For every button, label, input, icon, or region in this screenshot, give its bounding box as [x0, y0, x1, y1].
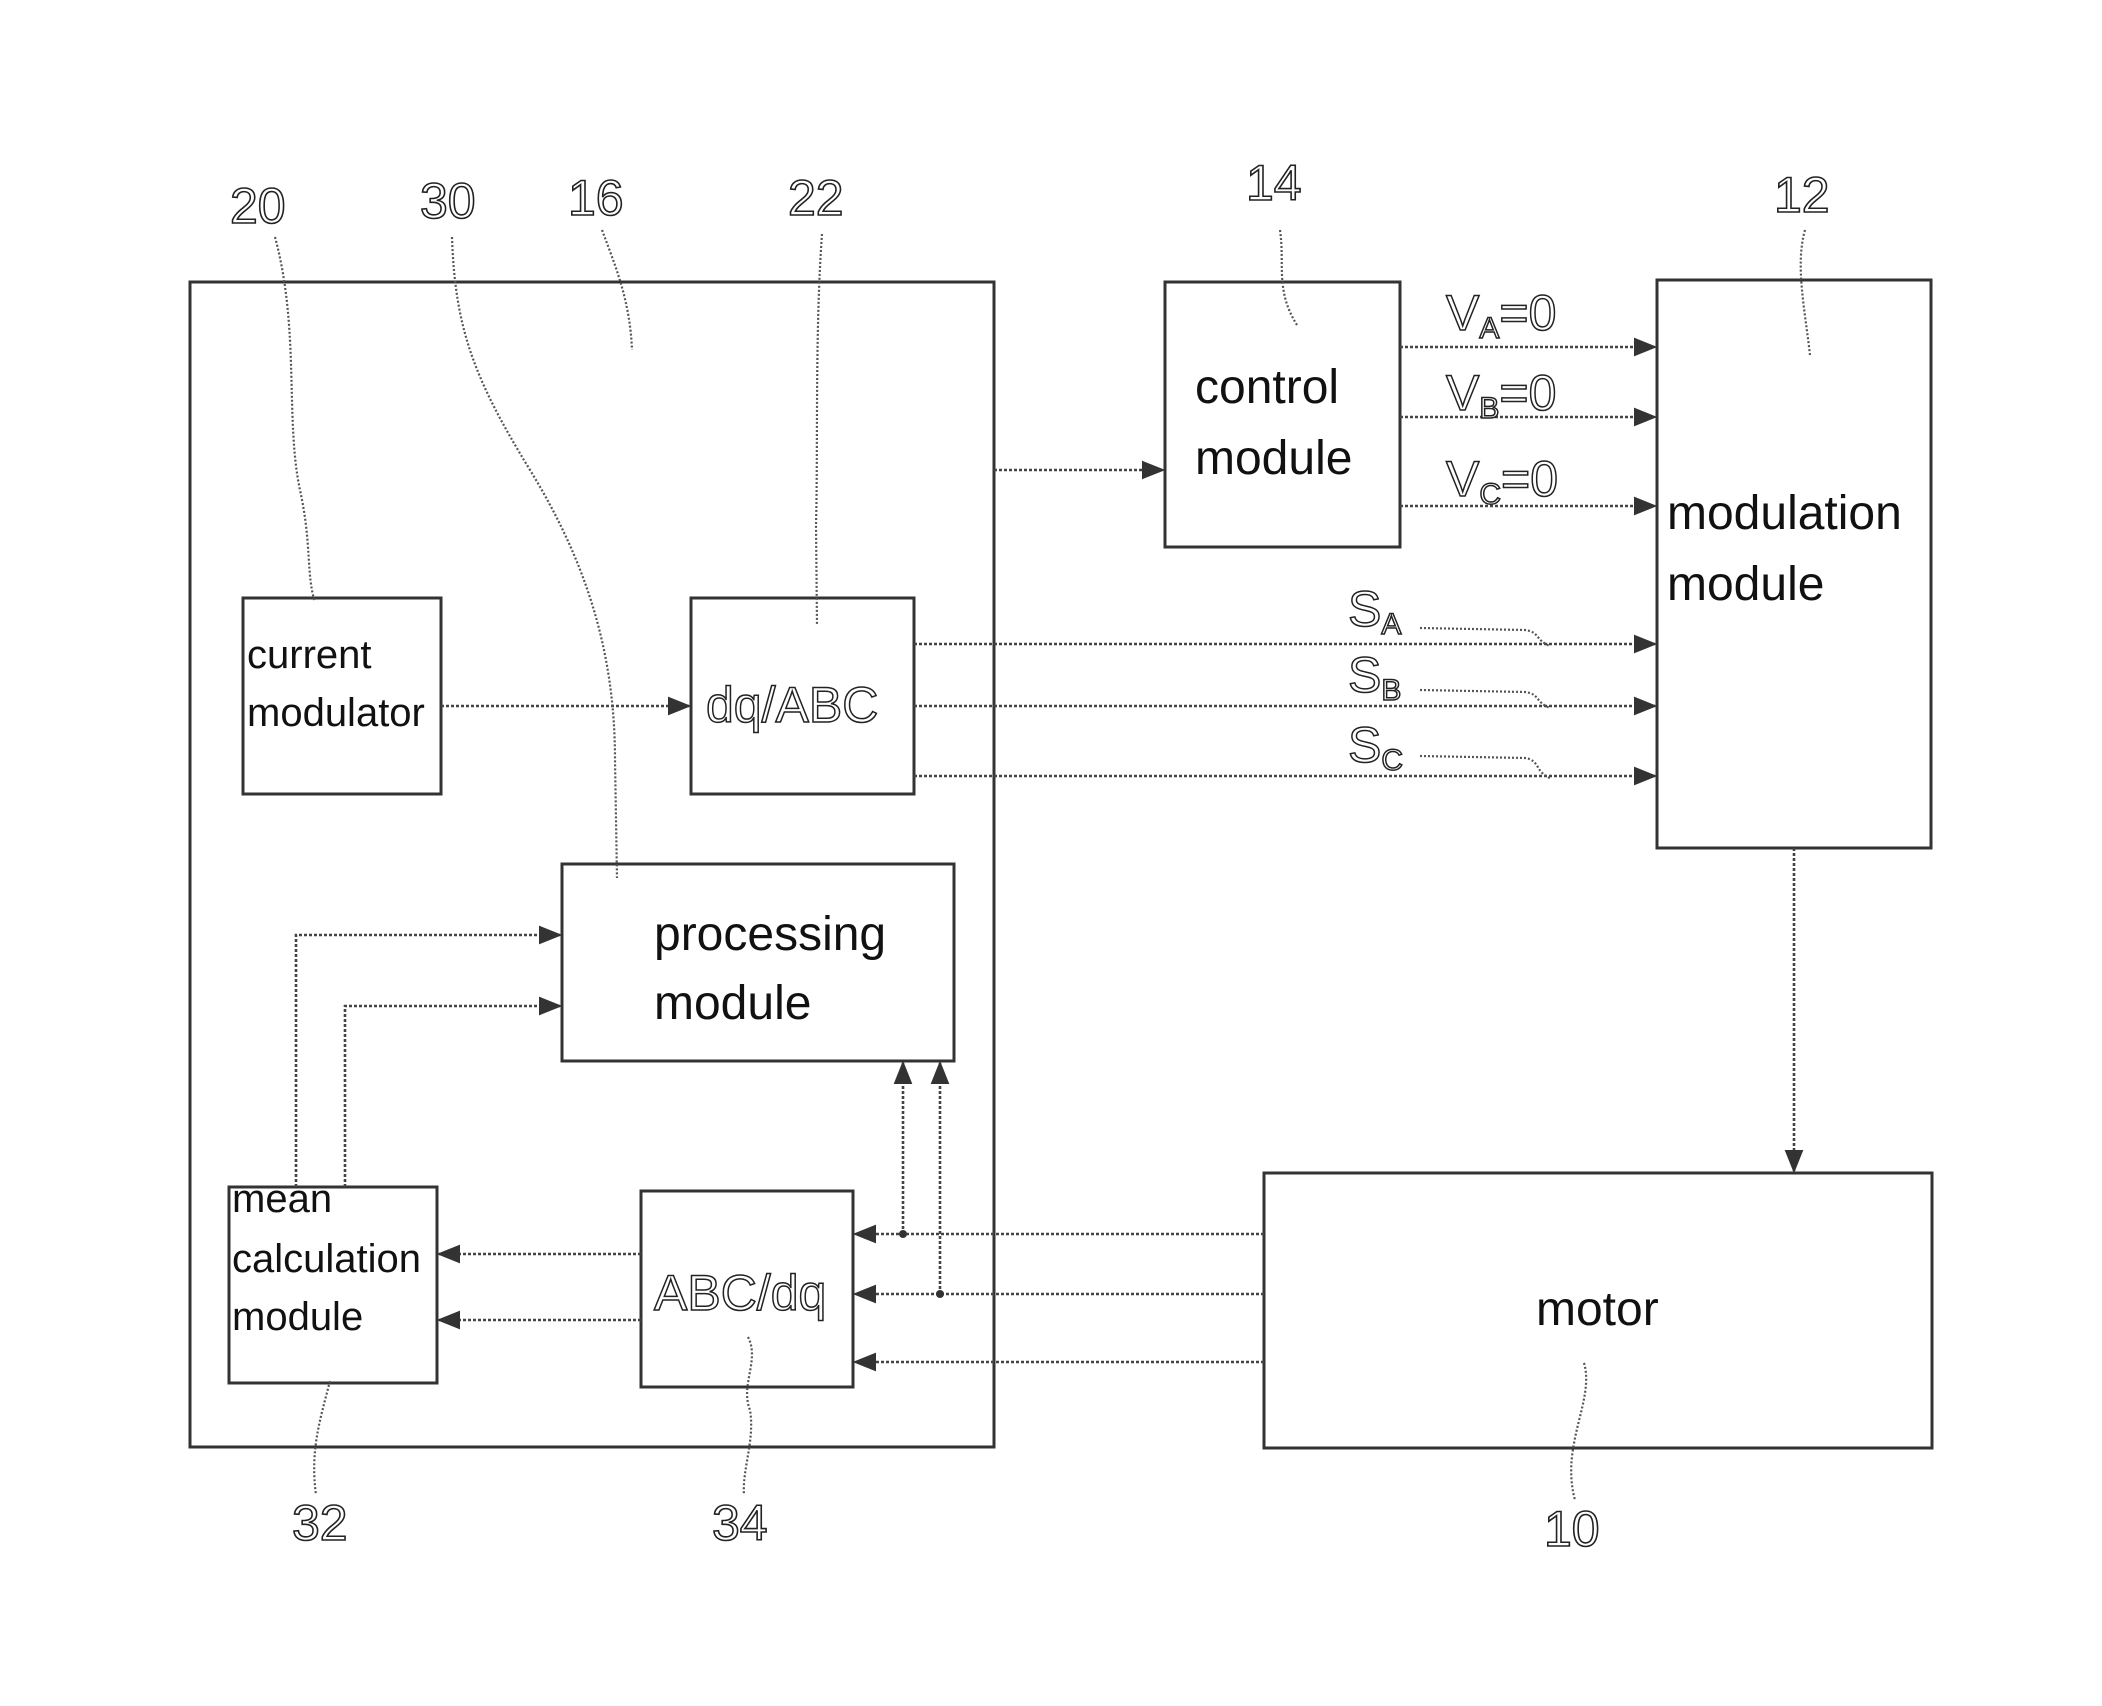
ref-22: 22	[788, 170, 844, 226]
ref-10: 10	[1544, 1501, 1600, 1557]
ref-20: 20	[230, 178, 286, 234]
vb-label: VB=0	[1446, 365, 1556, 425]
leader-34	[744, 1337, 752, 1495]
ref-14: 14	[1246, 155, 1302, 211]
leader-10	[1571, 1363, 1586, 1500]
leader-20	[275, 237, 315, 602]
control-module-box	[1165, 282, 1400, 547]
processing-module-label-line1: processing	[654, 908, 886, 961]
ref-32: 32	[292, 1495, 348, 1551]
ref-16: 16	[568, 170, 624, 226]
control-module-label-line1: control	[1195, 361, 1339, 414]
vc-label: VC=0	[1446, 451, 1558, 511]
ref-30: 30	[420, 173, 476, 229]
mean-calculation-label-line1: mean	[232, 1177, 332, 1221]
sc-label: SC	[1348, 717, 1403, 777]
modulation-module-label-line1: modulation	[1667, 487, 1902, 540]
control-module-label-line2: module	[1195, 432, 1352, 485]
motor-label: motor	[1536, 1283, 1659, 1336]
processing-module-box	[562, 864, 954, 1061]
processing-module-label-line2: module	[654, 977, 811, 1030]
dq-abc-label: dq/ABC	[706, 677, 878, 733]
junction-1	[899, 1230, 907, 1238]
wire-mean-to-processing-2	[345, 1006, 560, 1187]
junction-2	[936, 1290, 944, 1298]
sa-label: SA	[1348, 581, 1401, 641]
leader-12	[1801, 230, 1810, 355]
leader-30	[452, 237, 617, 878]
leader-32	[314, 1381, 330, 1495]
leader-14	[1280, 230, 1297, 325]
sb-label: SB	[1348, 647, 1401, 707]
ref-12: 12	[1774, 167, 1830, 223]
abc-dq-label: ABC/dq	[654, 1265, 826, 1321]
current-modulator-label-line1: current	[247, 633, 372, 677]
mean-calculation-label-line2: calculation	[232, 1237, 421, 1281]
leader-16	[602, 230, 632, 350]
wire-mean-to-processing-1	[296, 935, 560, 1187]
va-label: VA=0	[1446, 285, 1556, 345]
ref-34: 34	[712, 1495, 768, 1551]
mean-calculation-label-line3: module	[232, 1295, 363, 1339]
modulation-module-label-line2: module	[1667, 558, 1824, 611]
leader-22	[816, 234, 822, 625]
current-modulator-label-line2: modulator	[247, 691, 425, 735]
